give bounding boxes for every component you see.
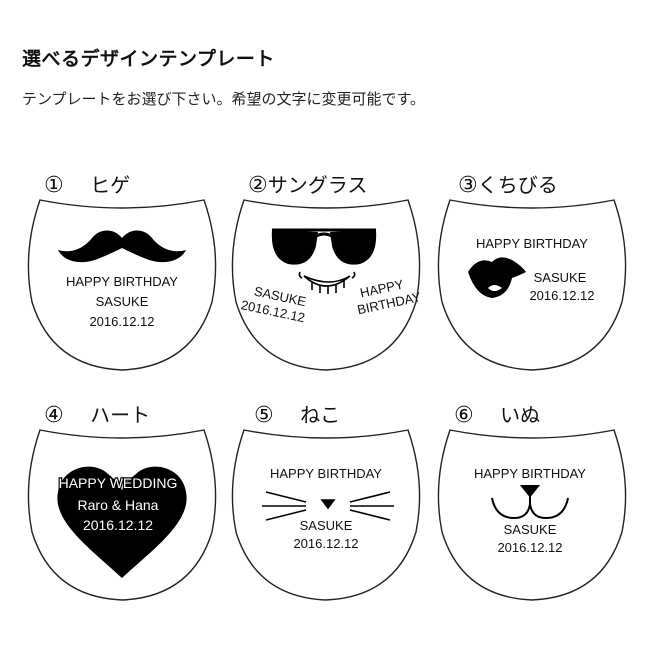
template-name: くちびる: [477, 173, 558, 197]
template-line: SASUKE: [504, 522, 557, 537]
template-number: ①: [44, 173, 64, 198]
template-line: 2016.12.12: [529, 288, 594, 303]
glass-outline: HAPPY WEDDING Raro & Hana 2016.12.12: [27, 429, 217, 601]
template-line: 2016.12.12: [497, 540, 562, 555]
template-number: ④: [44, 403, 64, 428]
template-line: HAPPY BIRTHDAY: [270, 466, 382, 481]
template-number: ③: [458, 173, 478, 198]
template-card-cat[interactable]: ⑤ ねこ HAPPY BIRTHDAY SASUKE 2016.12.12: [226, 400, 426, 610]
template-line: 2016.12.12: [89, 314, 154, 329]
page-title: 選べるデザインテンプレート: [22, 48, 275, 70]
template-card-heart[interactable]: ④ ハート HAPPY WEDDING Raro & Hana 2016.12.…: [22, 400, 222, 610]
glass-outline: HAPPY BIRTHDAY SASUKE 2016.12.12: [27, 199, 217, 371]
template-card-sunglasses[interactable]: ②サングラス SASUKE 2016.12.12 HAPPY BIRTHDAY: [226, 170, 426, 380]
template-line: SASUKE: [96, 294, 149, 309]
dog-face-icon: [491, 485, 569, 520]
template-line: HAPPY WEDDING: [59, 475, 178, 491]
glass-outline: SASUKE 2016.12.12 HAPPY BIRTHDAY: [231, 199, 422, 371]
template-line: Raro & Hana: [78, 497, 159, 513]
template-line: HAPPY BIRTHDAY: [66, 274, 178, 289]
template-name: ヒゲ: [90, 173, 131, 197]
template-name: サングラス: [267, 173, 368, 197]
template-card-dog[interactable]: ⑥ いぬ HAPPY BIRTHDAY SASUKE 2016.12.12: [432, 400, 632, 610]
smile-icon: [298, 271, 356, 294]
template-line: 2016.12.12: [293, 536, 358, 551]
cat-face-icon: [262, 491, 394, 521]
template-line: 2016.12.12: [83, 517, 153, 533]
template-line: HAPPY BIRTHDAY: [476, 236, 588, 251]
template-card-lips[interactable]: ③くちびる HAPPY BIRTHDAY SASUKE 2016.12.12: [432, 170, 632, 380]
template-name: ハート: [90, 403, 151, 427]
mustache-icon: [58, 230, 186, 263]
template-number: ⑥: [454, 403, 474, 428]
template-name: いぬ: [500, 403, 541, 427]
lips-icon: [468, 257, 526, 298]
page-subtitle: テンプレートをお選び下さい。希望の文字に変更可能です。: [22, 90, 426, 108]
glass-outline: HAPPY BIRTHDAY SASUKE 2016.12.12: [437, 199, 627, 371]
template-name: ねこ: [300, 403, 341, 427]
glass-outline: HAPPY BIRTHDAY SASUKE 2016.12.12: [437, 429, 627, 601]
sunglasses-icon: [271, 228, 377, 265]
glass-outline: HAPPY BIRTHDAY SASUKE 2016.12.12: [231, 429, 421, 601]
template-line: HAPPY BIRTHDAY: [474, 466, 586, 481]
template-card-mustache[interactable]: ① ヒゲ HAPPY BIRTHDAY SASUKE 2016.12.12: [22, 170, 222, 380]
heart-icon: [57, 466, 187, 578]
template-number: ②: [248, 173, 268, 198]
template-number: ⑤: [254, 403, 274, 428]
template-line: SASUKE: [534, 270, 587, 285]
template-line: SASUKE: [300, 518, 353, 533]
